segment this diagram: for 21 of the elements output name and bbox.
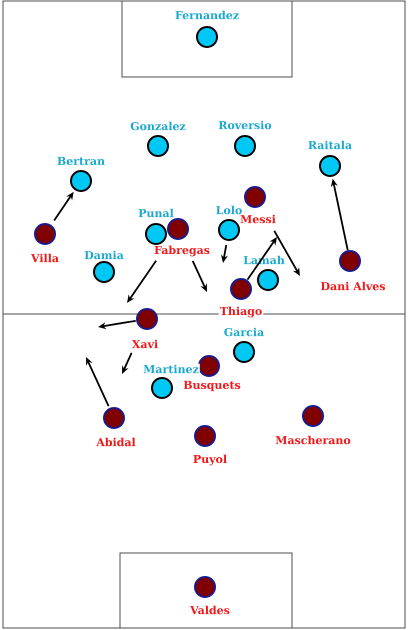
player-name: Roversio — [218, 120, 272, 130]
player-name: Puyol — [193, 454, 227, 466]
player-name: Thiago — [218, 306, 264, 318]
player-name: Gonzalez — [130, 122, 186, 130]
player-name: Xavi — [132, 340, 158, 348]
player-name: Martinez — [142, 364, 200, 374]
player-name: Fabregas — [154, 246, 210, 256]
player-name: Mascherano — [276, 436, 350, 444]
player-name: Bertran — [57, 156, 105, 166]
player-name: Messi — [240, 214, 276, 224]
player-name: Fernandez — [175, 10, 239, 20]
player-name: Punal — [138, 208, 174, 218]
player-name: Valdes — [190, 606, 230, 614]
player-name: Lolo — [216, 206, 242, 214]
player-name: Dani Alves — [321, 282, 386, 290]
player-name: Villa — [30, 254, 59, 262]
player-name: Garcia — [224, 328, 264, 336]
player-name: Busquets — [184, 380, 240, 392]
player-name: Raitala — [308, 140, 352, 150]
player-name: Damia — [84, 250, 124, 260]
player-name: Abidal — [96, 438, 136, 446]
